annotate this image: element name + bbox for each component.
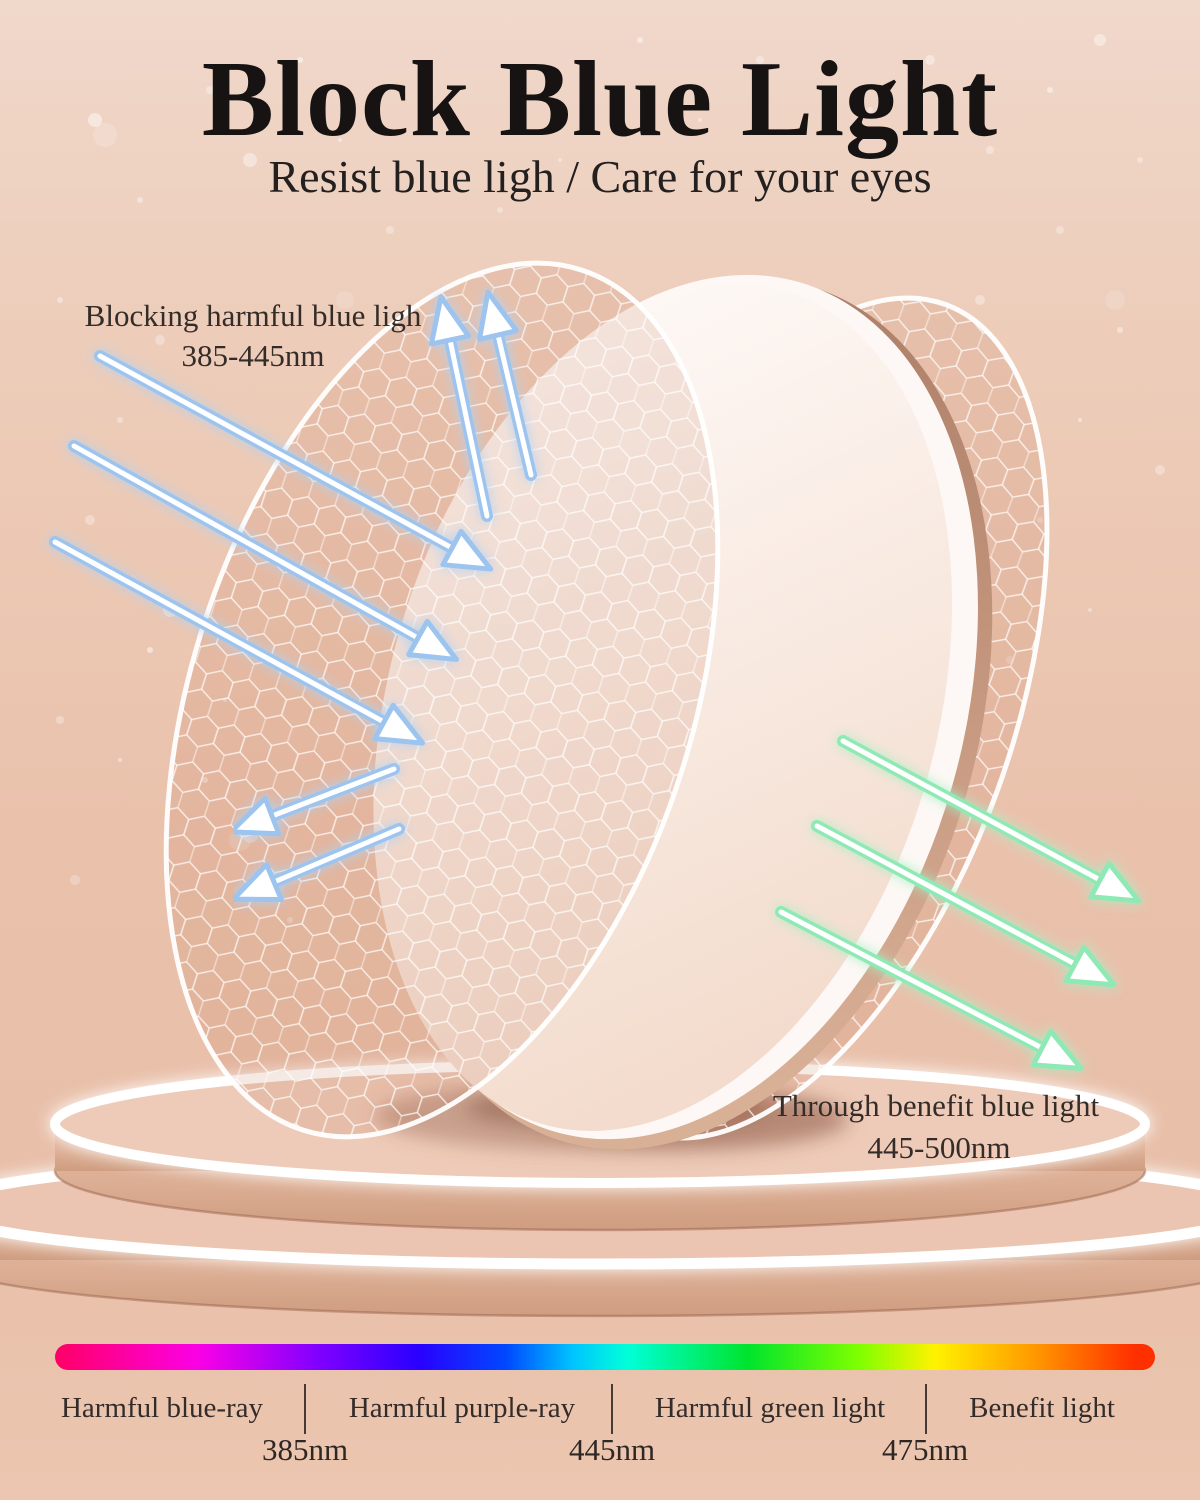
- label-divider: [304, 1384, 306, 1434]
- green-arrow-1: [837, 735, 1142, 904]
- blue-light-reflected-up-arrows: [428, 289, 537, 522]
- blocking-annotation-range: 385-445nm: [181, 338, 325, 373]
- blue-up-arrow-1: [428, 294, 493, 522]
- spectrum-label-harmful-blue: Harmful blue-ray: [60, 1392, 264, 1424]
- through-annotation-range: 445-500nm: [867, 1130, 1011, 1165]
- wavelength-445: 445nm: [568, 1432, 656, 1467]
- spectrum-label-benefit: Benefit light: [969, 1392, 1115, 1424]
- page-subtitle: Resist blue ligh / Care for your eyes: [268, 151, 932, 202]
- green-light-through-arrows: [775, 735, 1142, 1071]
- blue-arrow-2: [68, 440, 459, 662]
- blue-arrow-3: [49, 536, 426, 746]
- spectrum-label-harmful-green: Harmful green light: [654, 1392, 886, 1424]
- blue-bounce-arrow-2: [230, 823, 405, 902]
- through-annotation-line1: Through benefit blue light: [772, 1088, 1100, 1123]
- page-title: Block Blue Light: [201, 40, 999, 159]
- wavelength-385: 385nm: [261, 1432, 349, 1467]
- blue-bounce-arrow-1: [228, 763, 400, 837]
- spectrum-bar: [55, 1344, 1155, 1370]
- blue-up-arrow-2: [477, 289, 537, 481]
- blue-light-reflected-down-arrows: [228, 763, 405, 902]
- label-divider: [611, 1384, 613, 1434]
- wavelength-475: 475nm: [881, 1432, 969, 1467]
- spectrum-label-harmful-purple: Harmful purple-ray: [348, 1392, 576, 1424]
- blue-light-incoming-arrows: [49, 350, 494, 746]
- label-divider: [925, 1384, 927, 1434]
- blue-arrow-1: [94, 350, 494, 572]
- green-arrow-3: [775, 906, 1084, 1071]
- green-arrow-2: [811, 820, 1117, 988]
- blocking-annotation-line1: Blocking harmful blue ligh: [84, 298, 422, 333]
- front-honeycomb-disc: [163, 260, 721, 1140]
